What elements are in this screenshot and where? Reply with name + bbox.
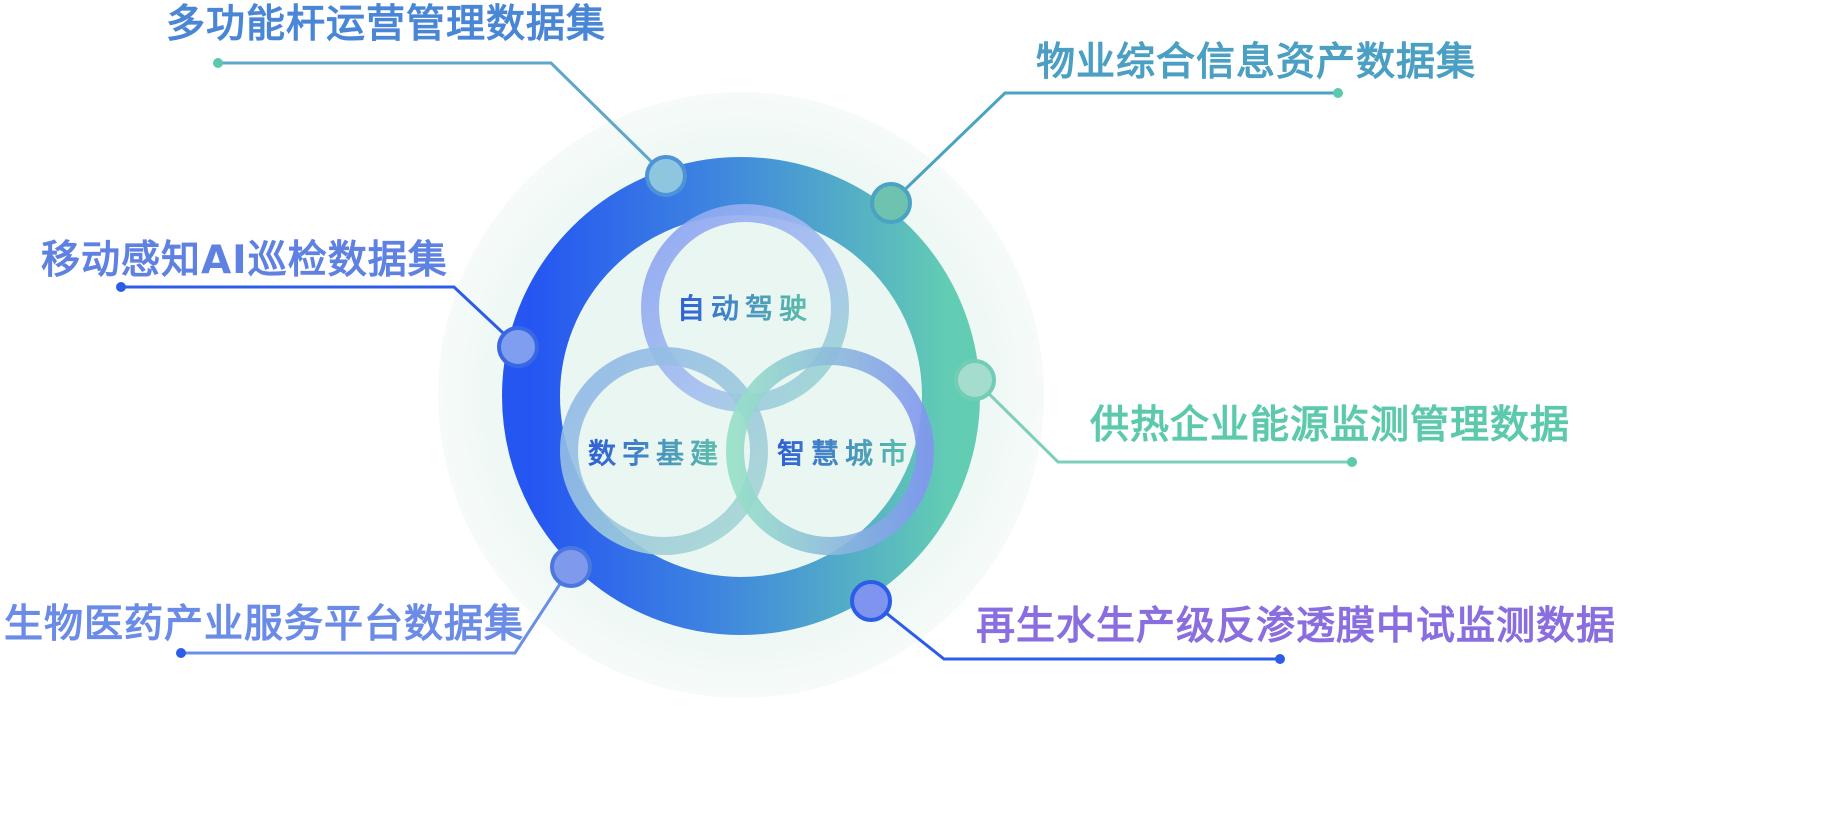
connector-line-6 (870, 599, 1280, 661)
venn-label-top: 自动驾驶 (677, 292, 813, 325)
connector-line-2 (889, 91, 1338, 205)
ring-node-2 (870, 182, 912, 224)
connector-dot-2 (1333, 88, 1343, 98)
connector-line-3 (121, 285, 520, 349)
ring-node-3 (497, 326, 539, 368)
venn-circle-left (560, 347, 768, 555)
connector-dot-4 (1347, 457, 1357, 467)
main-ring (502, 157, 980, 635)
dataset-label-4: 供热企业能源监测管理数据 (1090, 403, 1571, 448)
connector-dot-5 (176, 648, 186, 658)
dataset-label-1: 多功能杆运营管理数据集 (166, 2, 607, 47)
dataset-label-5: 生物医药产业服务平台数据集 (4, 602, 525, 647)
connector-line-5 (181, 566, 573, 655)
ring-node-4 (954, 359, 996, 401)
connector-line-4 (973, 378, 1352, 464)
ring-node-6 (850, 580, 892, 622)
connector-dot-3 (116, 282, 126, 292)
connector-line-1 (218, 61, 668, 178)
venn-circle-right (726, 347, 934, 555)
venn-label-right: 智慧城市 (777, 437, 913, 470)
ring-node-5 (550, 546, 592, 588)
dataset-label-6: 再生水生产级反渗透膜中试监测数据 (976, 604, 1617, 649)
connector-dot-6 (1275, 654, 1285, 664)
connector-dot-1 (213, 58, 223, 68)
ring-node-1 (645, 155, 687, 197)
dataset-label-2: 物业综合信息资产数据集 (1036, 40, 1477, 85)
dataset-label-3: 移动感知AI巡检数据集 (41, 238, 448, 283)
venn-label-left: 数字基建 (588, 437, 724, 470)
